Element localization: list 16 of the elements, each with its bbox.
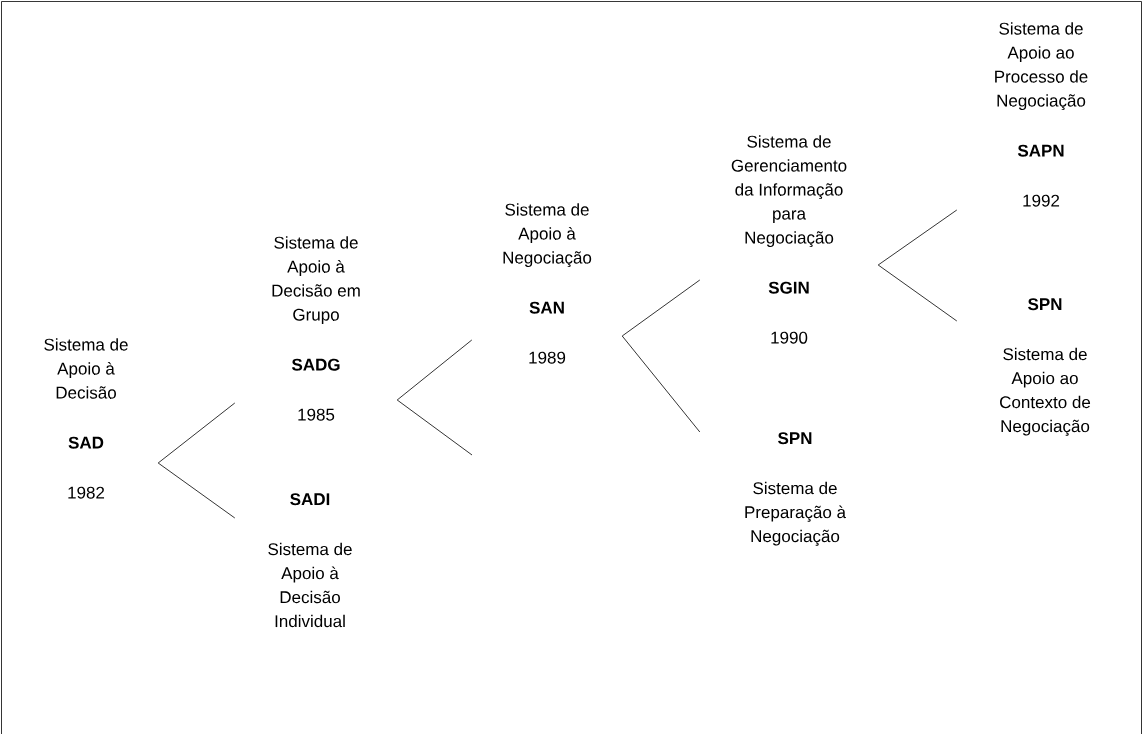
branch-line [621, 335, 701, 433]
term-label: Sistema de Apoio à Decisão SAD 1982 [44, 338, 128, 499]
term-label: SPN Sistema de Preparação à Negociação [745, 432, 846, 546]
branch-line [396, 339, 473, 401]
branch-line [157, 402, 236, 464]
term-label: SADI Sistema de Apoio à Decisão Individual [268, 493, 352, 628]
branch-line [621, 279, 701, 337]
branch-line [396, 399, 473, 456]
branch-line [877, 264, 958, 322]
term-label: Sistema de Apoio ao Processo de Negociação SAPN 1992 [995, 22, 1088, 207]
term-label: SPN Sistema de Apoio ao Contexto de Negociação [1000, 298, 1091, 436]
term-label: Sistema de Apoio à Negociação SAN 1989 [503, 203, 592, 364]
term-label: Sistema de Apoio à Decisão em Grupo SADG 1985 [272, 236, 360, 421]
branch-line [877, 209, 958, 266]
branch-line [157, 462, 236, 519]
term-label: Sistema de Gerenciamento da Informação para Negociação SGIN 1990 [731, 135, 847, 344]
